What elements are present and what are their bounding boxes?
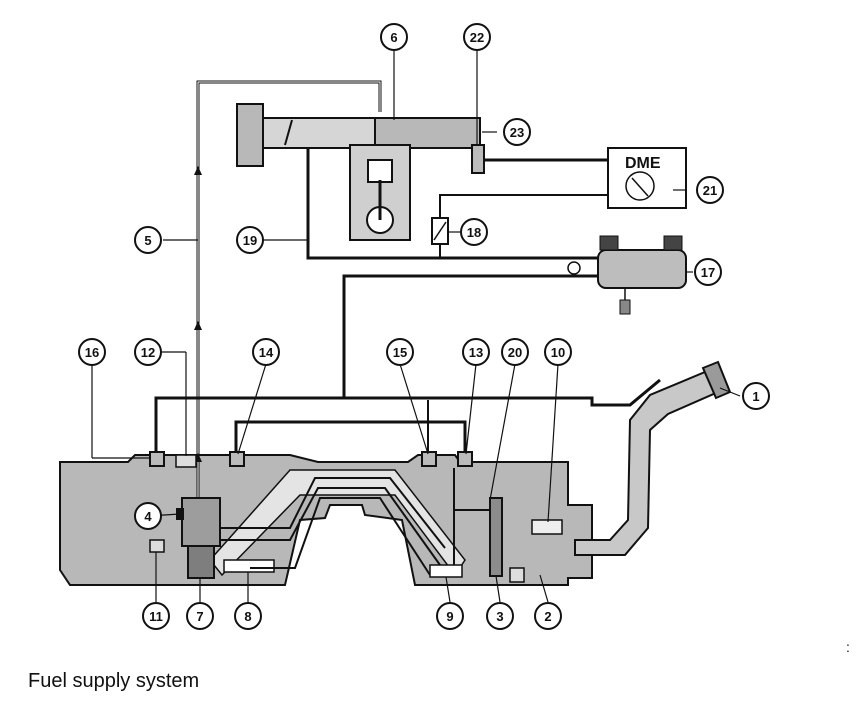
callout-13: 13 [463,339,489,365]
canister-port [568,262,580,274]
callout-20: 20 [502,339,528,365]
flow-arrow [194,166,202,175]
fuel-rail [375,118,480,148]
air-filter [237,104,263,166]
svg-text:17: 17 [701,265,715,280]
dme-tank-vent-signal [440,195,608,218]
svg-text:8: 8 [244,609,251,624]
callout-19: 19 [237,227,263,253]
vent-valve-16 [150,452,164,466]
callout-9: 9 [437,603,463,629]
callout-7: 7 [187,603,213,629]
callout-17: 17 [695,259,721,285]
callout-15: 15 [387,339,413,365]
callout-5: 5 [135,227,161,253]
callout-1: 1 [743,383,769,409]
callout-11: 11 [143,603,169,629]
level-sensor [150,540,164,552]
svg-text:7: 7 [196,609,203,624]
fuel-injector [472,145,484,173]
svg-text:23: 23 [510,125,524,140]
callout-8: 8 [235,603,261,629]
callout-10: 10 [545,339,571,365]
svg-text:2: 2 [544,609,551,624]
canister-drain [620,300,630,314]
vent-valve-15 [422,452,436,466]
figure-caption: Fuel supply system [28,670,199,693]
callout-23: 23 [504,119,530,145]
callout-16: 16 [79,339,105,365]
canister-valve-left [600,236,618,250]
svg-text:11: 11 [149,609,163,624]
callout-18: 18 [461,219,487,245]
suction-jet-pump-9 [430,565,462,577]
svg-text:9: 9 [446,609,453,624]
svg-text:22: 22 [470,30,484,45]
svg-text:14: 14 [259,345,274,360]
svg-text:16: 16 [85,345,99,360]
filler-neck [575,372,718,555]
svg-text:15: 15 [393,345,407,360]
callout-4: 4 [135,503,161,529]
svg-text:21: 21 [703,183,717,198]
svg-text:6: 6 [390,30,397,45]
vent-valve-12 [176,455,196,467]
fuel-filter [188,546,214,578]
vent-line-canister [344,276,598,398]
callout-2: 2 [535,603,561,629]
vent-valve-14 [230,452,244,466]
edge-mark: : [846,639,850,655]
callout-12: 12 [135,339,161,365]
svg-text:18: 18 [467,225,481,240]
delivery-unit-3 [490,498,502,576]
level-sensor-2 [510,568,524,582]
callout-14: 14 [253,339,279,365]
piston [368,160,392,182]
svg-text:1: 1 [752,389,759,404]
canister-valve-right [664,236,682,250]
fuel-pump-module [182,498,220,546]
svg-text:5: 5 [144,233,151,248]
svg-text:19: 19 [243,233,257,248]
vent-valve-13 [458,452,472,466]
vent-valve-10 [532,520,562,534]
callout-21: 21 [697,177,723,203]
charcoal-canister [598,250,686,288]
svg-text:3: 3 [496,609,503,624]
svg-text:10: 10 [551,345,565,360]
suction-jet-pump-8 [224,560,274,572]
callout-22: 22 [464,24,490,50]
dme-label: DME [625,155,661,172]
svg-text:4: 4 [144,509,152,524]
flow-arrow [194,321,202,330]
svg-text:13: 13 [469,345,483,360]
callout-6: 6 [381,24,407,50]
tank-vent-line-2 [236,422,465,455]
svg-text:12: 12 [141,345,155,360]
callout-3: 3 [487,603,513,629]
svg-text:20: 20 [508,345,522,360]
